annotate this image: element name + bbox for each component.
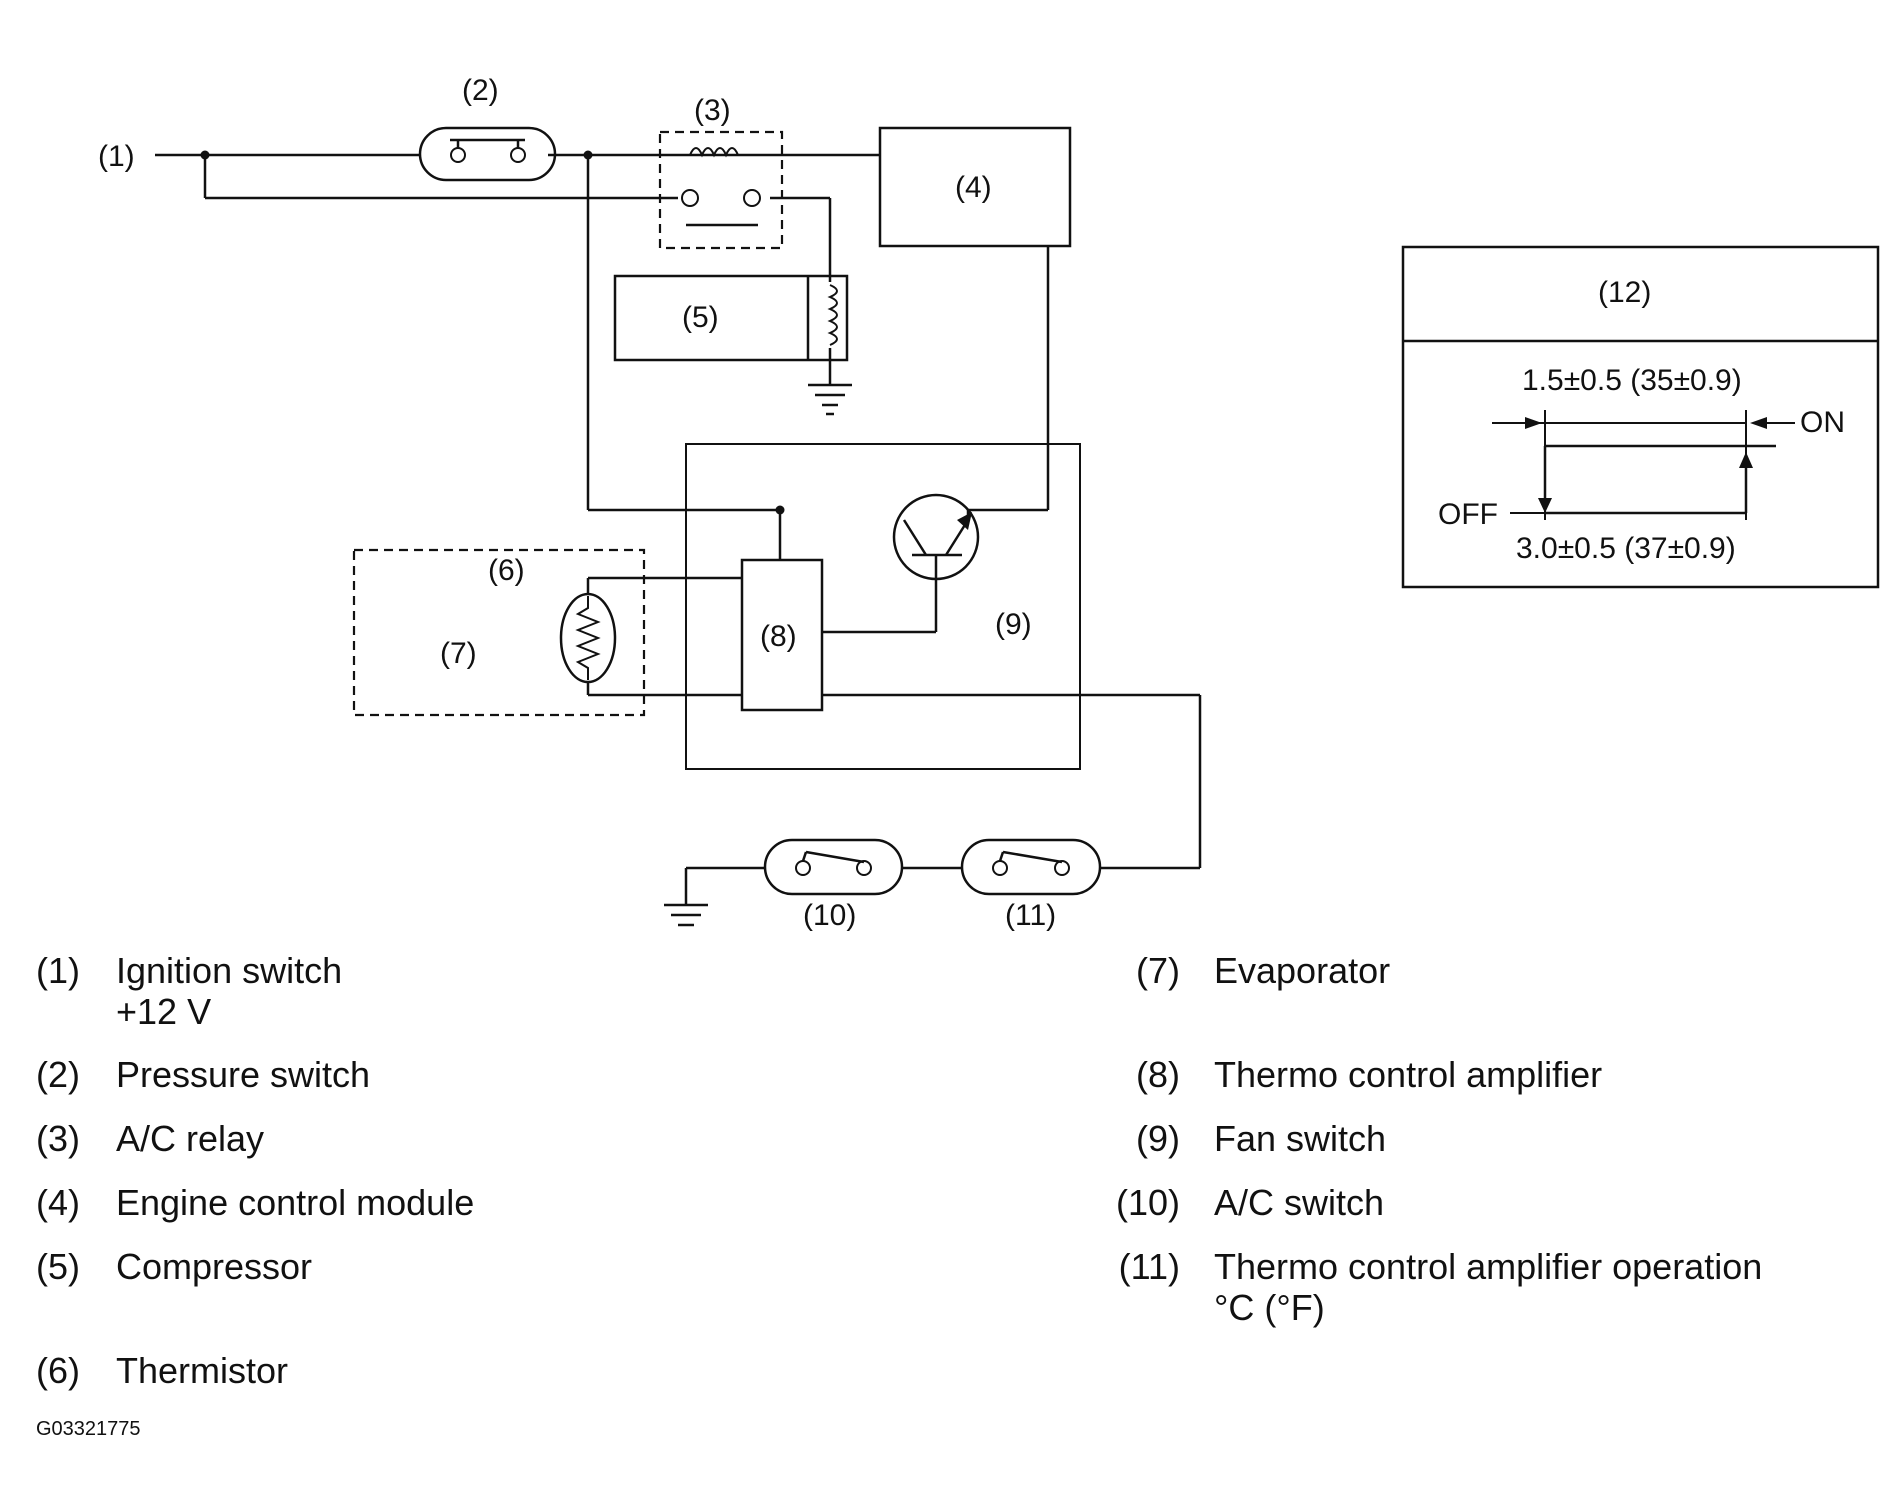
callout-thermo-operation: (11) [1005,899,1056,932]
callout-ac-relay: (3) [694,94,731,127]
legend-num: (10) [1116,1182,1180,1223]
thermo-operation-switch-symbol [960,838,1102,896]
legend-text: Fan switch [1214,1118,1386,1159]
callout-compressor: (5) [682,301,719,334]
callout-pressure-switch: (2) [462,74,499,107]
legend-text: Thermo control amplifier operation [1214,1246,1762,1287]
legend-right: (7) Evaporator (8) Thermo control amplif… [1116,950,1762,1328]
legend-text: Evaporator [1214,950,1390,991]
callout-thermo-amplifier: (8) [760,620,797,653]
legend-text: Engine control module [116,1182,474,1223]
callout-engine-control-module: (4) [955,171,992,204]
hysteresis-on-label: ON [1800,406,1845,439]
legend-text: °C (°F) [1214,1287,1325,1328]
hysteresis-panel [1401,245,1880,589]
legend-num: (1) [36,950,80,991]
legend-text: Thermo control amplifier [1214,1054,1602,1095]
hysteresis-bottom-value: 3.0±0.5 (37±0.9) [1516,532,1736,565]
legend-text: Compressor [116,1246,312,1287]
legend-text: Ignition switch [116,950,342,991]
thermo-amplifier-box [740,558,824,712]
fan-switch-box [685,443,1081,770]
legend-num: (4) [36,1182,80,1223]
wiring [155,150,1202,905]
thermistor-symbol [559,592,617,684]
legend-text: Pressure switch [116,1054,370,1095]
callout-evaporator: (7) [440,637,477,670]
ac-relay-symbol [658,130,784,250]
hysteresis-off-label: OFF [1438,498,1498,531]
legend-text: A/C switch [1214,1182,1384,1223]
compressor-symbol [613,274,849,362]
transistor-symbol [892,493,980,581]
legend-num: (2) [36,1054,80,1095]
legend-text: Thermistor [116,1350,288,1391]
legend-num: (8) [1136,1054,1180,1095]
legend-num: (6) [36,1350,80,1391]
callout-operation-chart: (12) [1598,276,1651,309]
callout-thermistor: (6) [488,554,525,587]
callout-fan-switch: (9) [995,608,1032,641]
hysteresis-top-value: 1.5±0.5 (35±0.9) [1522,364,1742,397]
legend-text: +12 V [116,991,211,1032]
engine-control-module-box [878,126,1072,248]
ac-switch-symbol [763,838,904,896]
legend-num: (5) [36,1246,80,1287]
callout-ignition-switch: (1) [98,140,135,173]
callout-ac-switch: (10) [803,899,856,932]
legend-num: (11) [1119,1246,1180,1287]
figure-id: G03321775 [36,1418,141,1440]
ground-icon [664,903,708,927]
legend-text: A/C relay [116,1118,264,1159]
legend-num: (9) [1136,1118,1180,1159]
legend-left: (1) Ignition switch +12 V (2) Pressure s… [36,950,474,1391]
evaporator-box [352,548,646,717]
pressure-switch-symbol [418,126,557,182]
ground-icon [808,383,852,416]
legend-num: (3) [36,1118,80,1159]
legend-num: (7) [1136,950,1180,991]
